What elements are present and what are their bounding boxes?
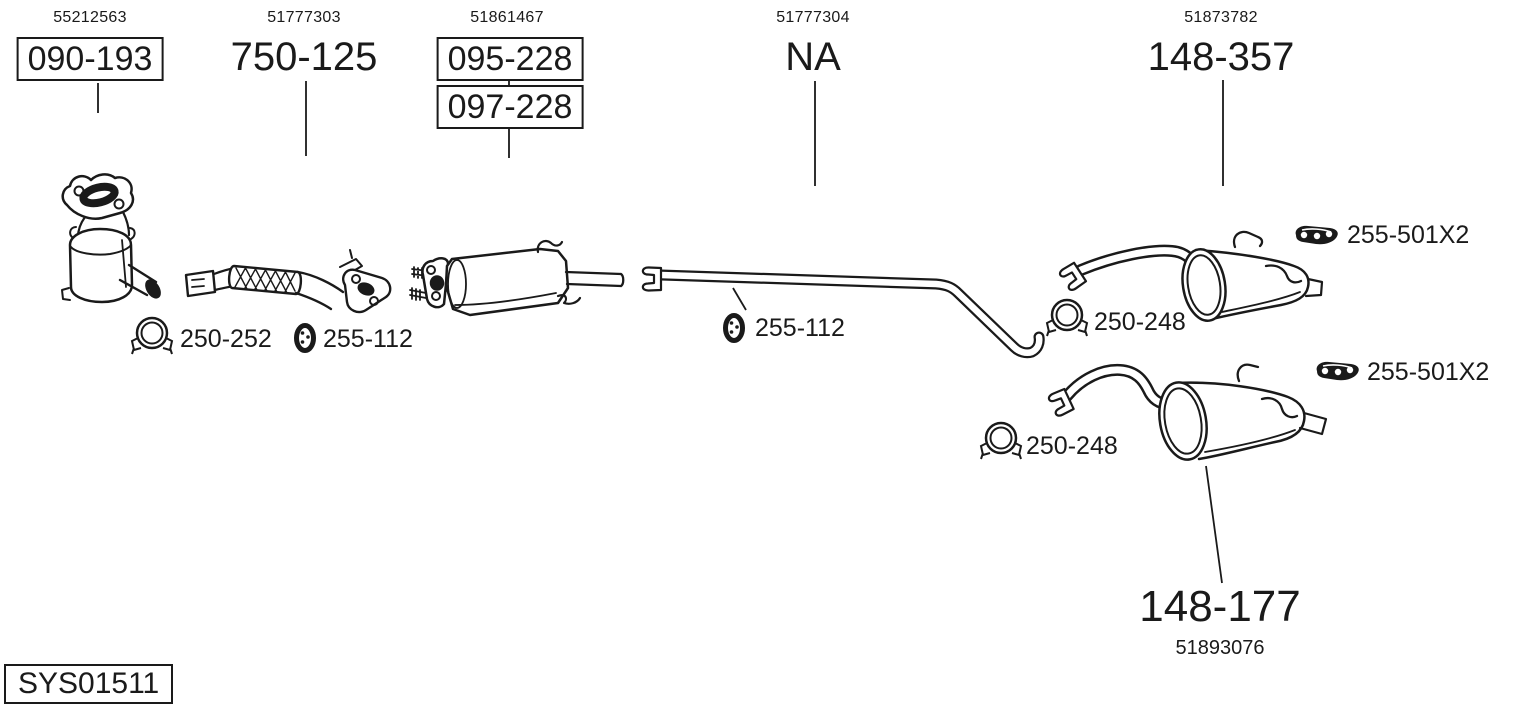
rear-muffler-upper <box>1057 230 1324 322</box>
system-id-badge: SYS01511 <box>4 664 174 704</box>
fitting-code: 255-501X2 <box>1367 358 1490 386</box>
oem-number: 51893076 <box>1175 637 1265 659</box>
fitting-code: 250-248 <box>1026 432 1118 460</box>
pipe-clamp-icon <box>979 421 1023 461</box>
part-code-boxed: 090-193 <box>16 37 164 81</box>
leader-lines <box>97 80 1224 584</box>
part-code-boxed: 095-228 <box>436 37 584 81</box>
front-flex-pipe <box>184 249 392 314</box>
part-code: 750-125 <box>230 35 378 79</box>
part-code: 148-357 <box>1147 35 1295 79</box>
oem-number: 51777304 <box>776 9 850 26</box>
center-muffler <box>409 239 625 317</box>
part-code-boxed: 097-228 <box>436 85 584 129</box>
mount-bracket-icon <box>1315 361 1360 382</box>
catalytic-converter <box>61 173 161 304</box>
pipe-clamp-icon <box>1045 298 1089 338</box>
mount-bracket-icon <box>1294 225 1339 246</box>
fitting-code: 250-252 <box>180 325 272 353</box>
rubber-hanger-icon <box>297 326 314 351</box>
part-code: NA <box>785 35 841 79</box>
fitting-code: 255-501X2 <box>1347 221 1470 249</box>
fitting-code: 250-248 <box>1094 308 1186 336</box>
oem-number: 51861467 <box>470 9 544 26</box>
oem-number: 51777303 <box>267 9 341 26</box>
oem-number: 51873782 <box>1184 9 1258 26</box>
rear-muffler-lower <box>1046 363 1328 461</box>
fitting-code: 255-112 <box>755 314 845 342</box>
oem-number: 55212563 <box>53 9 127 26</box>
part-code: 148-177 <box>1139 582 1301 631</box>
fitting-code: 255-112 <box>323 325 413 353</box>
center-pipe <box>641 266 1045 359</box>
rubber-hanger-icon <box>726 316 743 341</box>
pipe-clamp-icon <box>130 316 174 356</box>
